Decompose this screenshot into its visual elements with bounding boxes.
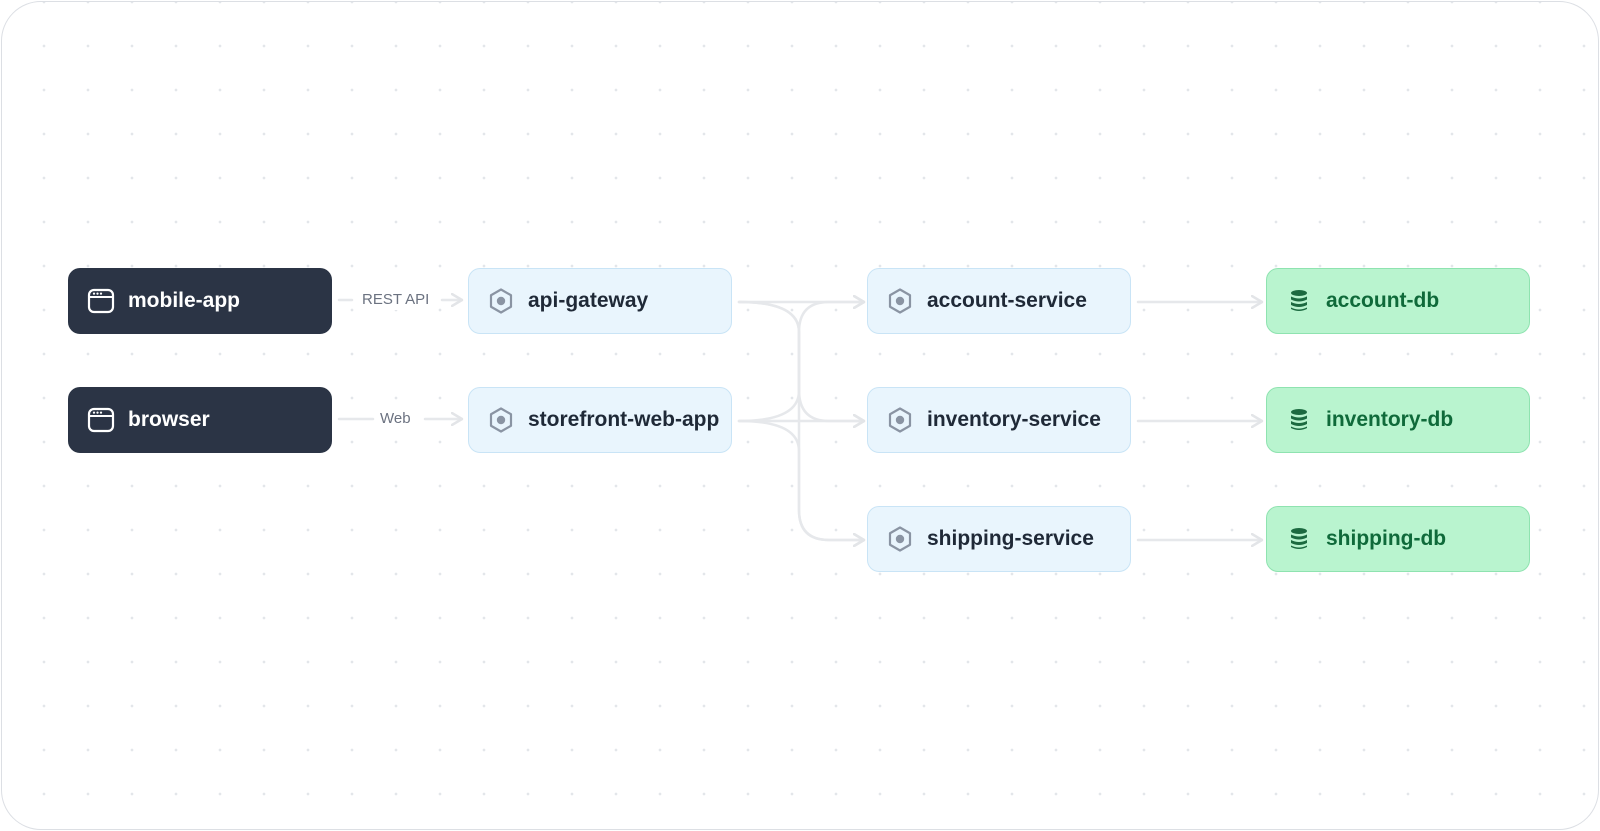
node-api-gateway[interactable]: api-gateway xyxy=(468,268,732,334)
hexagon-service-icon xyxy=(486,286,516,316)
database-icon xyxy=(1284,405,1314,435)
node-label: storefront-web-app xyxy=(528,408,720,431)
edge-label-rest-api: REST API xyxy=(358,290,434,310)
node-label: shipping-db xyxy=(1326,527,1447,550)
hexagon-service-icon xyxy=(486,405,516,435)
node-label: inventory-db xyxy=(1326,408,1454,431)
node-browser[interactable]: browser xyxy=(68,387,332,453)
node-inventory-service[interactable]: inventory-service xyxy=(867,387,1131,453)
hexagon-service-icon xyxy=(885,524,915,554)
node-label: inventory-service xyxy=(927,408,1101,431)
browser-window-icon xyxy=(86,286,116,316)
hexagon-service-icon xyxy=(885,405,915,435)
node-shipping-service[interactable]: shipping-service xyxy=(867,506,1131,572)
edge-storefront-account-service xyxy=(737,302,866,423)
node-label: mobile-app xyxy=(128,289,241,312)
node-account-service[interactable]: account-service xyxy=(867,268,1131,334)
node-account-db[interactable]: account-db xyxy=(1266,268,1530,334)
node-label: account-db xyxy=(1326,289,1440,312)
node-label: shipping-service xyxy=(927,527,1094,550)
edge-storefront-shipping-service xyxy=(737,419,866,540)
node-inventory-db[interactable]: inventory-db xyxy=(1266,387,1530,453)
node-label: account-service xyxy=(927,289,1087,312)
node-storefront-web-app[interactable]: storefront-web-app xyxy=(468,387,732,453)
node-label: api-gateway xyxy=(528,289,649,312)
node-mobile-app[interactable]: mobile-app xyxy=(68,268,332,334)
browser-window-icon xyxy=(86,405,116,435)
hexagon-service-icon xyxy=(885,286,915,316)
node-label: browser xyxy=(128,408,210,431)
database-icon xyxy=(1284,524,1314,554)
node-shipping-db[interactable]: shipping-db xyxy=(1266,506,1530,572)
database-icon xyxy=(1284,286,1314,316)
edge-label-web: Web xyxy=(376,409,415,429)
